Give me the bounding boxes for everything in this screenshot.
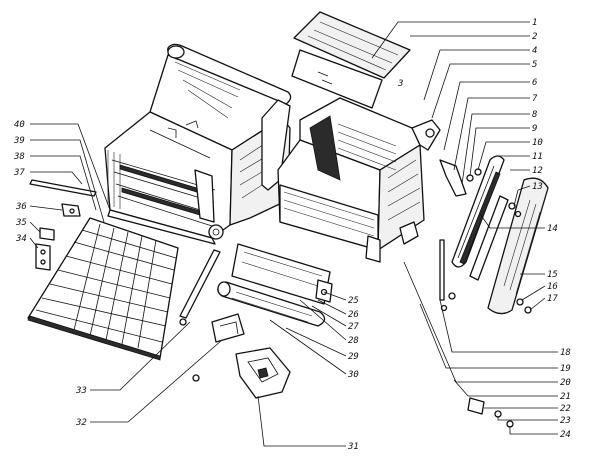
callout-30: 30 [347,370,359,380]
callout-11: 11 [532,152,543,162]
callout-21: 21 [560,392,571,402]
callout-40: 40 [14,120,25,130]
callout-37: 37 [13,168,25,178]
callout-3: 3 [397,79,403,89]
callout-22: 22 [560,404,571,414]
callout-14: 14 [547,224,558,234]
callout-1: 1 [532,18,537,28]
callout-19: 19 [560,364,571,374]
callout-29: 29 [348,352,359,362]
callout-15: 15 [547,270,558,280]
callout-10: 10 [532,138,543,148]
callout-35: 35 [15,218,27,228]
left-housing-assembly [104,43,292,245]
callout-17: 17 [547,294,558,304]
callout-32: 32 [75,418,87,428]
callout-25: 25 [348,296,359,306]
callout-7: 7 [532,94,538,104]
right-housing-frame [277,11,441,263]
callout-labels: 1 2 3 4 5 6 7 8 9 10 11 12 13 14 15 16 1… [13,18,571,452]
callout-4: 4 [532,46,537,56]
callout-20: 20 [560,378,571,388]
callout-24: 24 [560,430,571,440]
callout-6: 6 [532,78,537,88]
callout-12: 12 [532,166,543,176]
callout-34: 34 [15,234,27,244]
callout-2: 2 [532,32,537,42]
callout-36: 36 [15,202,27,212]
callout-8: 8 [532,110,537,120]
callout-38: 38 [13,152,25,162]
callout-13: 13 [532,182,543,192]
callout-18: 18 [560,348,571,358]
right-side-parts [439,155,549,428]
callout-33: 33 [75,386,87,396]
callout-28: 28 [348,336,359,346]
callout-26: 26 [348,310,359,320]
left-grate-and-parts [27,179,179,361]
bottom-center-parts [179,243,333,399]
callout-31: 31 [347,442,359,452]
callout-16: 16 [547,282,558,292]
callout-23: 23 [560,416,571,426]
callout-9: 9 [532,124,537,134]
callout-27: 27 [348,322,359,332]
callout-5: 5 [532,60,537,70]
leader-lines [29,21,558,447]
callout-39: 39 [13,136,25,146]
